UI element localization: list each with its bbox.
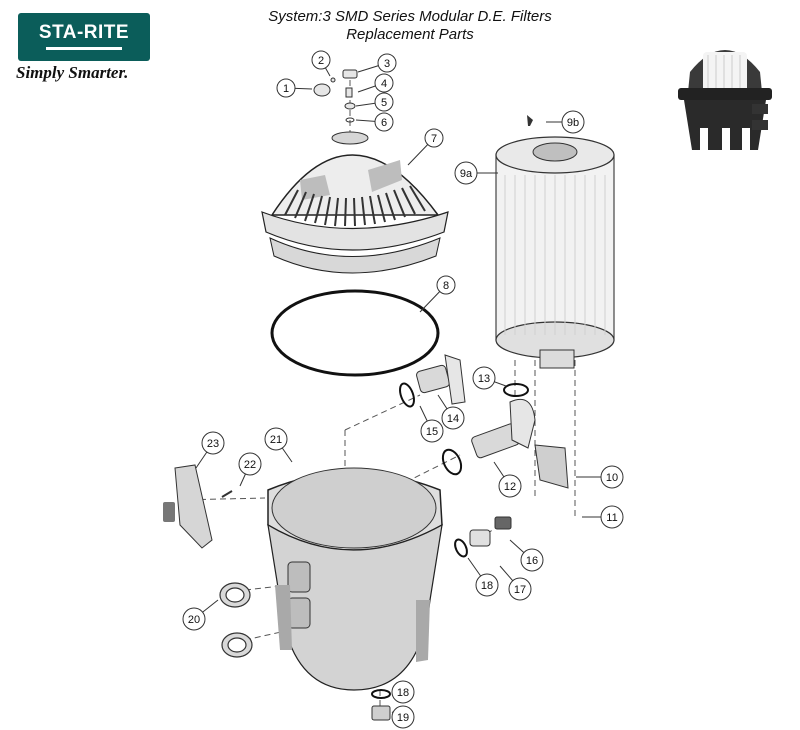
callout-circle (201, 431, 225, 455)
tank-o-ring (270, 289, 440, 377)
top-fittings (313, 69, 358, 123)
callout-circle (508, 577, 532, 601)
outlet-fittings (416, 354, 569, 547)
callout-4: 4 (357, 73, 394, 93)
logo-underline (46, 47, 122, 50)
callout-8: 8 (419, 275, 456, 313)
callout-circle (424, 128, 444, 148)
callout-5: 5 (355, 92, 394, 112)
sta-rite-logo: STA-RITE (18, 13, 150, 61)
title-line-1: System:3 SMD Series Modular D.E. Filters (268, 8, 552, 25)
callout-circle (276, 78, 296, 98)
callout-number: 18 (481, 580, 493, 592)
callout-circle (561, 110, 585, 134)
callout-number: 2 (318, 55, 324, 67)
callout-circle (374, 112, 394, 132)
callout-18: 18 (467, 557, 499, 597)
handle-knob (163, 502, 175, 522)
tank-body (267, 467, 443, 691)
callout-18-drain: 18 (391, 680, 415, 704)
callout-6: 6 (355, 112, 394, 132)
callout-number: 5 (381, 97, 387, 109)
callout-17: 17 (499, 565, 532, 601)
callout-number: 22 (244, 459, 256, 471)
diagram-title: System:3 SMD Series Modular D.E. Filters… (230, 8, 590, 44)
union-rings (219, 582, 253, 658)
callout-circle (311, 50, 331, 70)
callout-number: 14 (447, 413, 459, 425)
callout-3: 3 (357, 53, 397, 73)
callout-circle (600, 465, 624, 489)
callout-number: 1 (283, 83, 289, 95)
callout-11: 11 (582, 505, 624, 529)
callout-21: 21 (264, 427, 293, 463)
logo-text: STA-RITE (38, 22, 130, 43)
callout-19: 19 (391, 705, 415, 729)
callout-9a: 9a (454, 161, 498, 185)
callout-circle (436, 275, 456, 295)
callout-13: 13 (472, 366, 507, 390)
callout-circle (472, 366, 496, 390)
callout-number: 13 (478, 373, 490, 385)
callout-circle (600, 505, 624, 529)
callout-circle (374, 73, 394, 93)
callout-number: 21 (270, 434, 282, 446)
callout-number: 19 (397, 712, 409, 724)
callout-15: 15 (419, 405, 444, 443)
callout-2: 2 (311, 50, 331, 77)
callout-number: 20 (188, 614, 200, 626)
callout-number: 16 (526, 555, 538, 567)
callout-circle (498, 474, 522, 498)
callout-circle (520, 548, 544, 572)
callout-circle (420, 419, 444, 443)
filter-dome (261, 131, 449, 274)
gauge-handle (174, 464, 213, 549)
brand-tagline: Simply Smarter. (16, 63, 129, 82)
callout-circle (374, 92, 394, 112)
callout-12: 12 (493, 461, 522, 498)
callout-9b: 9b (546, 110, 585, 134)
callout-number: 23 (207, 438, 219, 450)
callout-circle (377, 53, 397, 73)
filter-cartridge (495, 136, 615, 369)
callout-circle (182, 607, 206, 631)
air-bleed-tube (527, 115, 533, 126)
product-photo (668, 30, 783, 160)
callout-23: 23 (195, 431, 225, 469)
svg-text:18: 18 (397, 687, 409, 699)
callout-number: 12 (504, 481, 516, 493)
callout-16: 16 (509, 539, 544, 572)
callout-number: 7 (431, 133, 437, 145)
callout-number: 6 (381, 117, 387, 129)
callout-22: 22 (238, 452, 262, 487)
callout-10: 10 (576, 465, 624, 489)
callout-circle (264, 427, 288, 451)
callout-number: 3 (384, 58, 390, 70)
callout-number: 17 (514, 584, 526, 596)
callout-number: 15 (426, 426, 438, 438)
callout-circle (441, 406, 465, 430)
callout-14: 14 (437, 394, 465, 430)
title-line-2: Replacement Parts (346, 26, 474, 43)
callout-number: 10 (606, 472, 618, 484)
callout-circle (475, 573, 499, 597)
callout-number: 9b (567, 117, 579, 129)
callout-number: 9a (460, 168, 473, 180)
callout-number: 4 (381, 78, 387, 90)
drain-plug (371, 705, 391, 721)
callout-circle (391, 705, 415, 729)
callout-20: 20 (182, 599, 219, 631)
callout-circle (238, 452, 262, 476)
callout-number: 11 (606, 512, 617, 524)
callout-1: 1 (276, 78, 313, 98)
pressure-gauge-screw (221, 490, 233, 498)
callout-circle (454, 161, 478, 185)
callout-7: 7 (407, 128, 444, 166)
callout-number: 8 (443, 280, 449, 292)
